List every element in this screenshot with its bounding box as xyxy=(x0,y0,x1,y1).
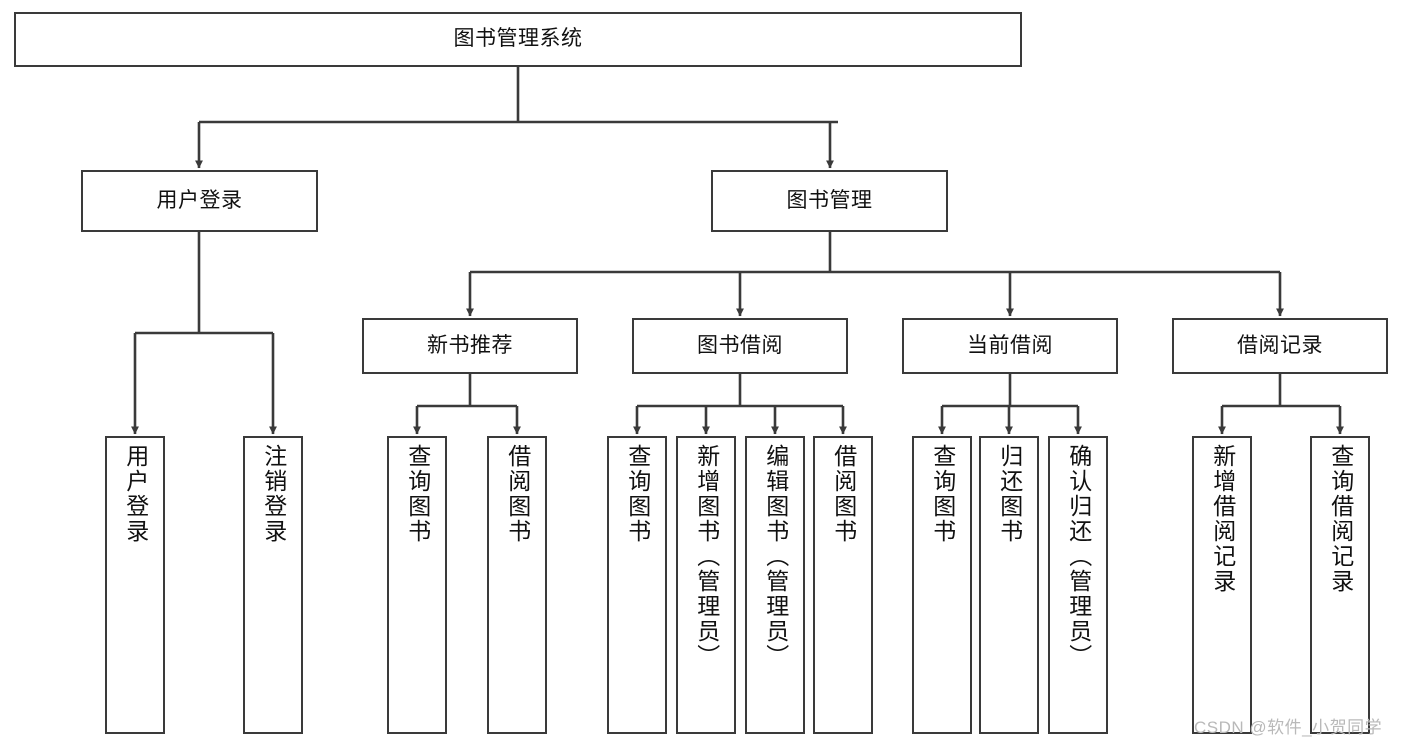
leaf-edit-book-admin-label: 编辑图书（管理员） xyxy=(762,444,789,669)
leaf-add-book-admin[interactable]: 新增图书（管理员） xyxy=(676,436,736,734)
leaf-logout[interactable]: 注销登录 xyxy=(243,436,303,734)
leaf-edit-book-admin[interactable]: 编辑图书（管理员） xyxy=(745,436,805,734)
node-current-borrow-label: 当前借阅 xyxy=(967,333,1053,357)
leaf-add-book-admin-label: 新增图书（管理员） xyxy=(693,444,720,669)
leaf-query-borrow-record[interactable]: 查询借阅记录 xyxy=(1310,436,1370,734)
node-new-book-recommend-label: 新书推荐 xyxy=(427,333,513,357)
node-root-label: 图书管理系统 xyxy=(453,27,583,51)
leaf-borrow-book[interactable]: 借阅图书 xyxy=(813,436,873,734)
node-book-management-label: 图书管理 xyxy=(786,188,873,212)
leaf-query-book-borrow[interactable]: 查询图书 xyxy=(607,436,667,734)
leaf-query-book-current[interactable]: 查询图书 xyxy=(912,436,972,734)
leaf-return-book-label: 归还图书 xyxy=(996,444,1023,544)
node-book-borrow-label: 图书借阅 xyxy=(697,333,783,357)
node-current-borrow[interactable]: 当前借阅 xyxy=(902,318,1118,374)
leaf-return-book[interactable]: 归还图书 xyxy=(979,436,1039,734)
leaf-logout-label: 注销登录 xyxy=(260,444,287,544)
leaf-query-book-new[interactable]: 查询图书 xyxy=(387,436,447,734)
leaf-confirm-return-admin-label: 确认归还（管理员） xyxy=(1065,444,1092,669)
node-new-book-recommend[interactable]: 新书推荐 xyxy=(362,318,578,374)
node-book-management[interactable]: 图书管理 xyxy=(711,170,948,232)
leaf-borrow-book-new-label: 借阅图书 xyxy=(504,444,531,544)
leaf-add-borrow-record[interactable]: 新增借阅记录 xyxy=(1192,436,1252,734)
leaf-add-borrow-record-label: 新增借阅记录 xyxy=(1209,444,1236,594)
node-user-login[interactable]: 用户登录 xyxy=(81,170,318,232)
leaf-confirm-return-admin[interactable]: 确认归还（管理员） xyxy=(1048,436,1108,734)
node-borrow-record-label: 借阅记录 xyxy=(1237,333,1323,357)
node-borrow-record[interactable]: 借阅记录 xyxy=(1172,318,1388,374)
leaf-query-borrow-record-label: 查询借阅记录 xyxy=(1327,444,1354,594)
leaf-query-book-borrow-label: 查询图书 xyxy=(624,444,651,544)
leaf-user-login[interactable]: 用户登录 xyxy=(105,436,165,734)
leaf-borrow-book-new[interactable]: 借阅图书 xyxy=(487,436,547,734)
node-root[interactable]: 图书管理系统 xyxy=(14,12,1022,67)
leaf-borrow-book-label: 借阅图书 xyxy=(830,444,857,544)
leaf-query-book-current-label: 查询图书 xyxy=(929,444,956,544)
leaf-user-login-label: 用户登录 xyxy=(122,444,149,544)
node-book-borrow[interactable]: 图书借阅 xyxy=(632,318,848,374)
csdn-watermark: CSDN @软件_小贺同学 xyxy=(1194,718,1383,737)
node-user-login-label: 用户登录 xyxy=(156,188,243,212)
leaf-query-book-new-label: 查询图书 xyxy=(404,444,431,544)
